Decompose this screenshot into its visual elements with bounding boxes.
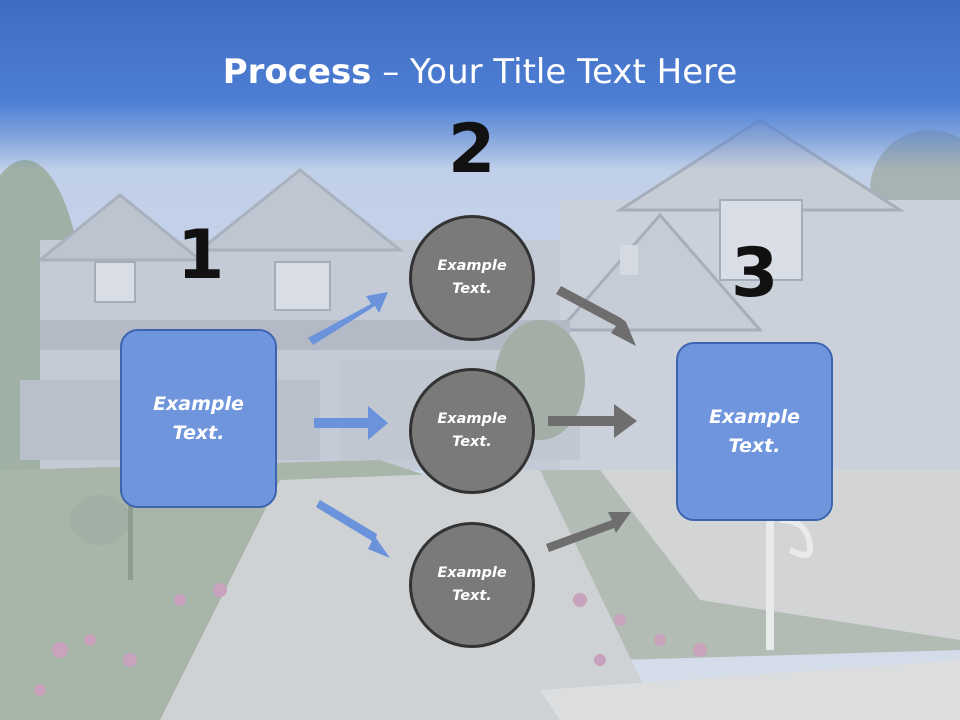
blue-arrow-right — [314, 406, 388, 440]
step-number-1: 1 — [177, 216, 225, 295]
circle-bottom-label-line1: Example — [437, 565, 507, 581]
header-band — [0, 0, 960, 170]
circle-middle-label-line2: Text. — [452, 434, 492, 450]
circle-top-label-line2: Text. — [452, 281, 492, 297]
step-number-3: 3 — [731, 234, 779, 313]
circle-middle-label-line1: Example — [437, 411, 507, 427]
gray-arrow-down — [556, 286, 636, 346]
step-number-2: 2 — [448, 110, 496, 189]
step-1-label: Example Text. — [153, 390, 244, 448]
title-rest: – Your Title Text Here — [371, 52, 738, 92]
step-3-label: Example Text. — [709, 403, 800, 461]
circle-top: Example Text. — [409, 215, 535, 341]
gray-arrow-right — [548, 404, 637, 438]
circle-bottom: Example Text. — [409, 522, 535, 648]
step-3-label-line1: Example — [709, 405, 800, 428]
page-title: Process – Your Title Text Here — [0, 52, 960, 92]
circle-bottom-label-line2: Text. — [452, 588, 492, 604]
step-3-label-line2: Text. — [728, 434, 781, 457]
title-bold: Process — [222, 52, 372, 92]
circle-top-label-line1: Example — [437, 258, 507, 274]
step-3-box: Example Text. — [676, 342, 833, 521]
gray-arrow-up — [546, 512, 631, 552]
blue-arrow-down — [316, 500, 390, 558]
blue-arrow-up — [308, 292, 388, 345]
circle-middle: Example Text. — [409, 368, 535, 494]
step-1-box: Example Text. — [120, 329, 277, 508]
step-1-label-line2: Text. — [172, 421, 225, 444]
step-1-label-line1: Example — [153, 392, 244, 415]
